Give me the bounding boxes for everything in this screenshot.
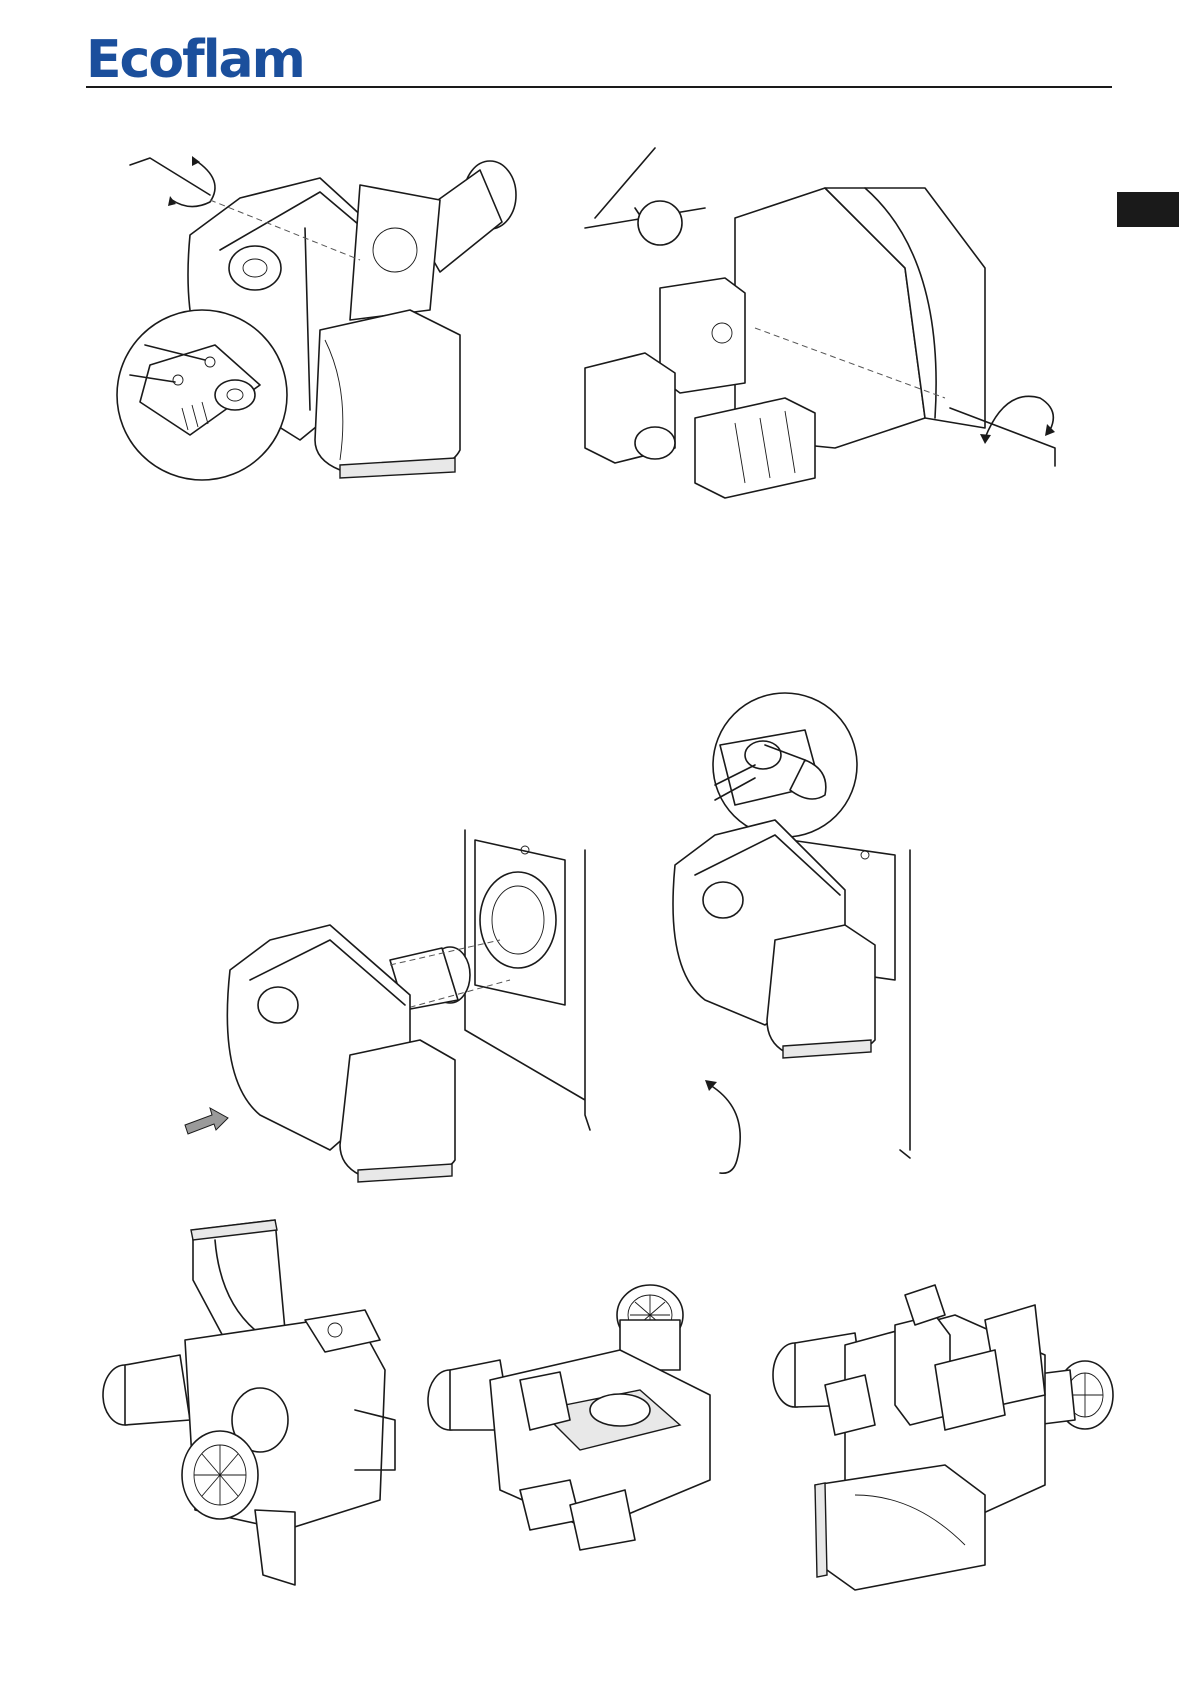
detail-inset — [713, 693, 857, 837]
motor-cover — [815, 1465, 985, 1590]
figure-maintenance-b — [420, 1280, 750, 1580]
motor-cover — [315, 310, 460, 470]
section-tab — [1117, 192, 1179, 227]
figure-burner-hex-key-left — [110, 140, 540, 510]
push-arrow-icon — [185, 1108, 228, 1134]
connector-block — [695, 398, 815, 498]
rotation-arrow-icon — [172, 160, 215, 207]
figure-burner-mounting — [180, 830, 620, 1190]
curved-arrow-icon — [710, 1085, 740, 1173]
fan-wheel — [182, 1431, 258, 1519]
figure-maintenance-a — [95, 1230, 415, 1600]
brand-logo: Ecoflam — [86, 34, 304, 86]
figure-maintenance-c — [765, 1245, 1135, 1605]
figure-burner-locking — [655, 690, 945, 1190]
figure-burner-hex-key-right — [585, 148, 1095, 513]
header-rule — [86, 86, 1112, 88]
detail-inset — [117, 310, 287, 480]
rotation-arrow-icon — [985, 396, 1053, 438]
hex-key-icon — [130, 158, 210, 195]
mounting-flange — [350, 185, 440, 320]
